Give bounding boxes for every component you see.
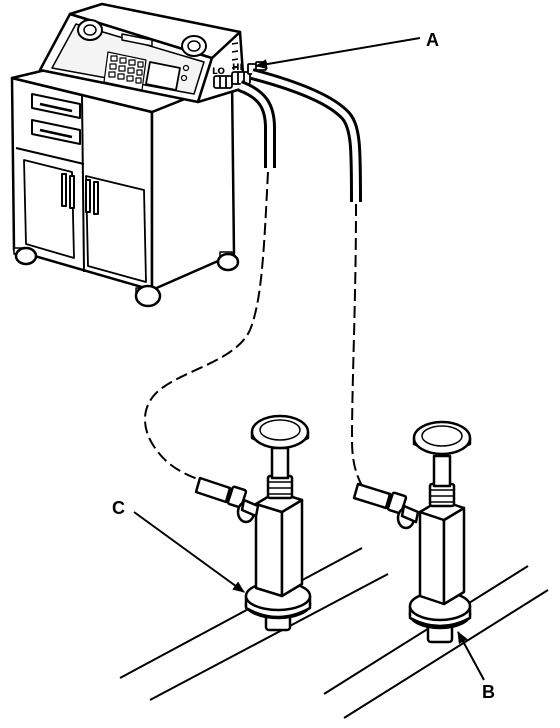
- caster-wheel-icon: [216, 251, 240, 272]
- gauge-right-icon: [181, 35, 207, 57]
- callout-a: A: [426, 30, 439, 50]
- callout-c: C: [112, 498, 125, 518]
- console-screen: [145, 61, 181, 91]
- drawer-lower: [31, 119, 81, 145]
- door-handles: [61, 173, 99, 215]
- keypad: [103, 51, 147, 91]
- side-valve-left: [194, 476, 260, 524]
- stand-body-side: [442, 506, 466, 606]
- port-lo-label: LO: [212, 67, 225, 77]
- callout-b: B: [482, 682, 495, 702]
- valve-stand-left: [194, 414, 312, 632]
- drawer-upper: [31, 93, 81, 119]
- console-side-ticks: [231, 42, 239, 69]
- indicator-light-icon: [182, 64, 190, 72]
- leader-arrow-b: [457, 631, 485, 681]
- hose-left: [237, 80, 276, 168]
- indicator-light-icon: [180, 74, 188, 82]
- valve-stand-right: [352, 420, 472, 644]
- hose-left-dashed: [144, 171, 269, 483]
- display-strip: [121, 33, 153, 47]
- port-hi-label: HI: [232, 63, 243, 73]
- cabinet-door-right: [85, 175, 147, 283]
- stand-body-side: [280, 498, 304, 598]
- floor-rails: [119, 547, 549, 719]
- leader-arrow-a: [255, 37, 421, 70]
- tester-cart: [10, 2, 267, 308]
- caster-wheel-icon: [134, 284, 162, 308]
- stand-body-front: [254, 502, 284, 598]
- leader-arrow-c: [133, 511, 245, 593]
- hose-right-dashed: [350, 203, 363, 487]
- hose-right: [250, 68, 362, 203]
- caster-wheel-icon: [13, 246, 38, 266]
- stand-body-front: [418, 510, 446, 606]
- gauge-left-icon: [77, 19, 103, 41]
- side-valve-right: [352, 482, 420, 530]
